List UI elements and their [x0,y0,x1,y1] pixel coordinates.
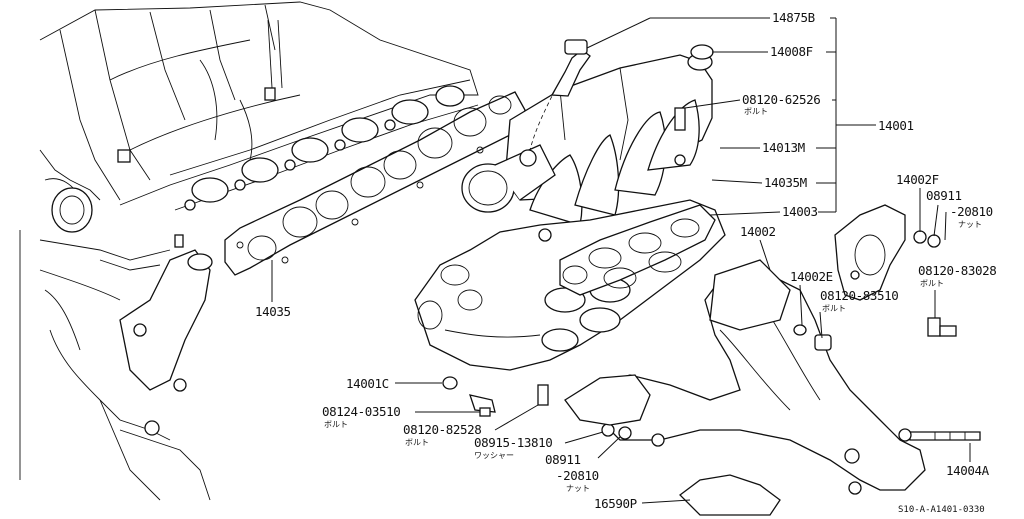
label-08124-03510: 08124-03510 [322,404,400,419]
part-labels: 14875B 14008F 08120-62526 ボルト 14001 1401… [255,10,997,515]
label-08911-right: 08911 [926,188,962,203]
label-14002F: 14002F [896,172,939,187]
label-08124-03510-sub: ボルト [324,420,348,429]
label-08120-83510-sub: ボルト [822,304,846,313]
label-14001C: 14001C [346,376,389,391]
label-08915-13810: 08915-13810 [474,435,552,450]
exhaust-manifold-14002 [579,204,981,495]
label-20810-bottom-sub: ナット [566,484,590,493]
label-14002E: 14002E [790,269,833,284]
label-08915-13810-sub: ワッシャー [474,451,514,460]
label-08120-62526: 08120-62526 [742,92,820,107]
label-14008F: 14008F [770,44,813,59]
label-08911-bottom: 08911 [545,452,581,467]
label-14003: 14003 [782,204,818,219]
label-20810-right: -20810 [950,204,993,219]
label-14035M: 14035M [764,175,807,190]
label-14002: 14002 [740,224,776,239]
callout-lines [271,17,971,504]
label-08120-83028-sub: ボルト [920,279,944,288]
label-08120-62526-sub: ボルト [744,107,768,116]
label-20810-right-sub: ナット [958,220,982,229]
label-14004A: 14004A [946,463,990,478]
label-14035: 14035 [255,304,291,319]
fasteners [442,230,957,516]
label-14013M: 14013M [762,140,805,155]
diagram-reference-code: S10-A-A1401-0330 [898,505,985,515]
label-14001: 14001 [878,118,914,133]
label-08120-83510: 08120-83510 [820,288,898,303]
label-14875B: 14875B [772,10,815,25]
engine-block-drawing [19,1,479,501]
label-16590P: 16590P [594,496,637,511]
lower-manifold [414,199,726,371]
label-20810-bottom: -20810 [556,468,599,483]
label-08120-82528-sub: ボルト [405,438,429,447]
intake-manifold-14001 [461,39,714,226]
label-08120-83028: 08120-83028 [918,263,996,278]
label-08120-82528: 08120-82528 [403,422,481,437]
